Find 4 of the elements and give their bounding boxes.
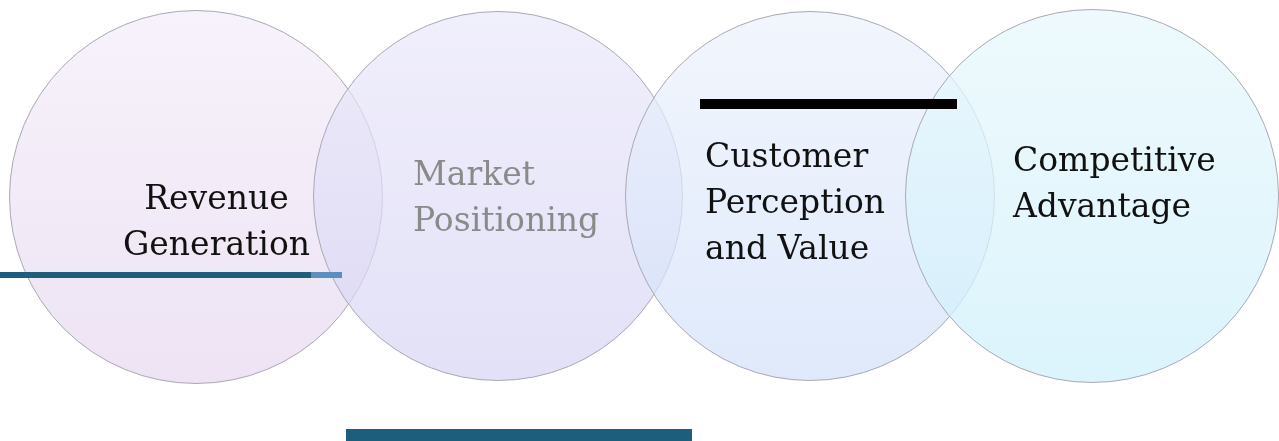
circle-label: Market Positioning [413, 153, 601, 241]
circle-label: Revenue Generation [121, 177, 312, 265]
circle-label: Customer Perception and Value [705, 135, 887, 269]
circle-label: Competitive Advantage [1013, 139, 1217, 227]
